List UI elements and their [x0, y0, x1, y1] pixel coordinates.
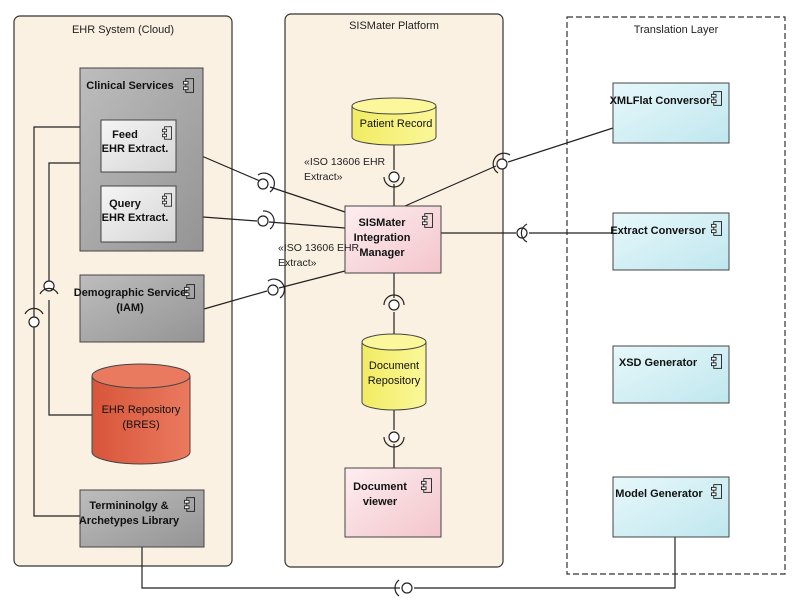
- translation-layer-title: Translation Layer: [634, 24, 719, 36]
- demographic-service-component[interactable]: Demographic Service (IAM): [74, 274, 205, 343]
- integration-manager-line3: Manager: [359, 247, 405, 259]
- terminology-label-line2: Archetypes Library: [79, 515, 180, 527]
- iso-lower-line1: «ISO 13606 EHR: [278, 242, 360, 254]
- connector-socket-to-manager-1: [269, 186, 346, 213]
- iso-upper-line2: Extract»: [304, 171, 343, 183]
- interface-socket: [257, 172, 276, 193]
- interface-socket: [383, 436, 405, 448]
- document-viewer-line1: Document: [353, 481, 407, 493]
- document-viewer-component[interactable]: Document viewer: [344, 467, 442, 538]
- interface-ball: [257, 215, 269, 227]
- model-generator-label: Model Generator: [615, 488, 703, 500]
- ehr-repository-label-line1: EHR Repository: [102, 404, 181, 416]
- interface-ball: [388, 171, 400, 183]
- interface-ball: [388, 299, 400, 311]
- extract-conversor-component[interactable]: Extract Conversor: [610, 212, 730, 271]
- interface-socket: [24, 307, 44, 315]
- iso-lower-line2: Extract»: [278, 257, 317, 269]
- feed-label-line1: Feed: [112, 129, 138, 141]
- extract-conversor-label: Extract Conversor: [610, 225, 706, 237]
- connector-manager-to-xmlflat-2: [507, 127, 614, 163]
- xmlflat-label: XMLFlat Conversor: [610, 95, 712, 107]
- integration-manager-line2: Integration: [354, 232, 411, 244]
- feed-ehr-extract-component[interactable]: Feed EHR Extract.: [100, 119, 177, 173]
- connector-terminology-bottom-2: [414, 537, 676, 589]
- query-label-line2: EHR Extract.: [102, 212, 169, 224]
- interface-socket: [520, 223, 528, 243]
- model-generator-component[interactable]: Model Generator: [612, 476, 730, 538]
- interface-socket: [267, 278, 286, 299]
- ehr-system-title: EHR System (Cloud): [72, 24, 174, 36]
- patient-record-label: Patient Record: [360, 118, 433, 130]
- ehr-repository-label-line2: (BRES): [122, 419, 159, 431]
- feed-label-line2: EHR Extract.: [102, 143, 169, 155]
- connector-lollipop-to-repository: [48, 300, 92, 416]
- patient-record-database[interactable]: Patient Record: [351, 97, 437, 146]
- xmlflat-conversor-component[interactable]: XMLFlat Conversor: [610, 82, 730, 144]
- interface-ball: [388, 431, 400, 443]
- connector-socket-to-manager-3: [278, 270, 346, 289]
- integration-manager-line1: SISMater: [358, 217, 406, 229]
- interface-ball: [496, 158, 508, 170]
- iso-upper-line1: «ISO 13606 EHR: [304, 156, 386, 168]
- interface-socket: [394, 579, 400, 597]
- connector-terminology-bottom-1: [141, 547, 400, 589]
- connector-clinical-to-lollipop: [48, 162, 80, 281]
- xsd-generator-component[interactable]: XSD Generator: [612, 345, 730, 404]
- terminology-label-line1: Termininolgy &: [89, 500, 168, 512]
- translation-layer-container: Translation Layer: [566, 16, 786, 575]
- terminology-archetypes-component[interactable]: Termininolgy & Archetypes Library: [79, 489, 205, 548]
- iso-annotation-lower: «ISO 13606 EHR Extract»: [278, 242, 360, 269]
- connector-manager-to-xmlflat-1: [404, 165, 497, 207]
- integration-manager-component[interactable]: SISMater Integration Manager: [344, 205, 442, 274]
- query-label-line1: Query: [109, 198, 142, 210]
- interfaces: [24, 152, 528, 597]
- interface-socket: [39, 287, 59, 295]
- document-repository-database[interactable]: Document Repository: [361, 333, 427, 411]
- interface-socket: [383, 176, 405, 188]
- interface-ball: [28, 316, 40, 328]
- demographic-label-line1: Demographic Service: [74, 287, 187, 299]
- demographic-label-line2: (IAM): [116, 302, 144, 314]
- xsd-generator-label: XSD Generator: [619, 357, 698, 369]
- document-repository-line2: Repository: [368, 375, 421, 387]
- iso-annotation-upper: «ISO 13606 EHR Extract»: [304, 156, 386, 183]
- query-ehr-extract-component[interactable]: Query EHR Extract.: [100, 185, 177, 243]
- ehr-repository-database[interactable]: EHR Repository (BRES): [91, 363, 191, 465]
- interface-socket: [492, 152, 511, 174]
- document-repository-line1: Document: [369, 360, 419, 372]
- connector-demographic-to-socket: [203, 290, 268, 310]
- document-viewer-line2: viewer: [363, 496, 398, 508]
- clinical-services-label: Clinical Services: [86, 80, 173, 92]
- interface-socket: [383, 294, 405, 306]
- interface-ball: [257, 178, 269, 190]
- connector-socket-to-manager-2: [268, 221, 346, 229]
- interface-ball: [267, 284, 279, 296]
- interface-ball: [401, 582, 413, 594]
- interface-socket: [262, 210, 275, 230]
- sismater-platform-title: SISMater Platform: [349, 20, 439, 32]
